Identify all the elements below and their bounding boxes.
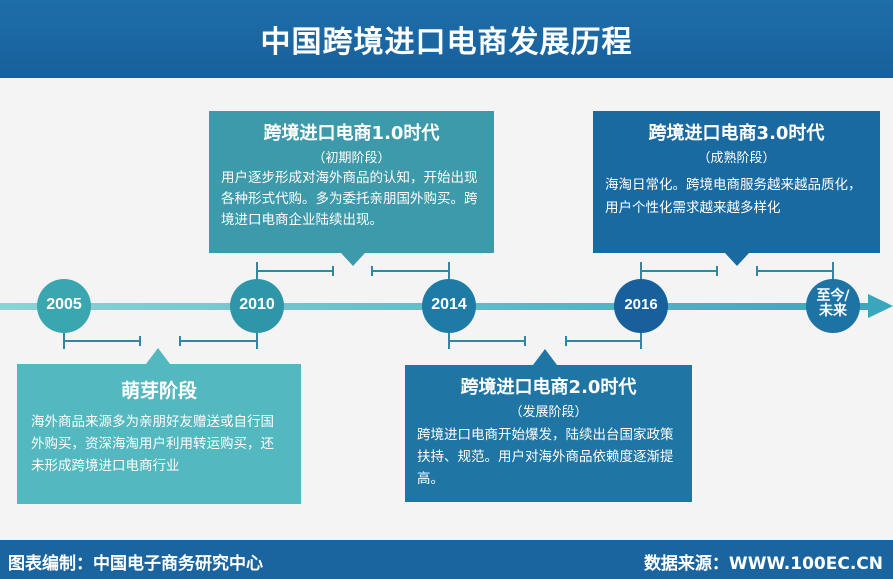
node-label-now-line2: 未来	[819, 303, 847, 320]
node-label-now: 至今/ 未来	[806, 288, 860, 320]
timeline-node-2014	[422, 279, 476, 333]
timeline-node-2005	[37, 279, 91, 333]
footer-source: 数据来源：WWW.100EC.CN	[643, 554, 883, 574]
card-pointer	[146, 348, 170, 364]
timeline-node-2010	[230, 279, 284, 333]
stage-description: 海外商品来源多为亲朋好友赠送或自行国外购买，资深海淘用户利用转运购买，还未形成跨…	[31, 414, 274, 474]
header-bar: 中国跨境进口电商发展历程	[0, 0, 893, 78]
stage-card-1-0: 跨境进口电商1.0时代 （初期阶段） 用户逐步形成对海外商品的认知，开始出现各种…	[209, 111, 494, 253]
node-label-2014: 2014	[431, 296, 467, 313]
node-label-2010: 2010	[239, 296, 275, 313]
node-label-2016: 2016	[624, 296, 658, 313]
stage-card-3-0: 跨境进口电商3.0时代 （成熟阶段） 海淘日常化。跨境电商服务越来越品质化，用户…	[593, 111, 880, 253]
stage-card-2-0: 跨境进口电商2.0时代 （发展阶段） 跨境进口电商开始爆发，陆续出台国家政策扶持…	[405, 365, 692, 502]
card-pointer	[341, 253, 365, 266]
card-pointer	[533, 349, 557, 365]
stage-title: 跨境进口电商1.0时代	[263, 123, 440, 144]
stage-card-sprout: 萌芽阶段 海外商品来源多为亲朋好友赠送或自行国外购买，资深海淘用户利用转运购买，…	[17, 364, 301, 504]
stage-subtitle: （初期阶段）	[312, 151, 391, 166]
stage-subtitle: （发展阶段）	[509, 405, 588, 420]
card-pointer	[725, 253, 749, 266]
timeline-node-now	[806, 279, 860, 333]
connector-brackets	[63, 262, 834, 349]
stage-title: 跨境进口电商3.0时代	[648, 123, 825, 144]
stage-description: 跨境进口电商开始爆发，陆续出台国家政策扶持、规范。用户对海外商品依赖度逐渐提高。	[417, 427, 674, 487]
stage-title: 跨境进口电商2.0时代	[460, 377, 637, 398]
node-label-2005: 2005	[46, 296, 82, 313]
timeline-node-2016	[614, 279, 668, 333]
stage-description: 海淘日常化。跨境电商服务越来越品质化，用户个性化需求越来越多样化	[605, 177, 862, 216]
footer-credit: 图表编制：中国电子商务研究中心	[8, 554, 263, 574]
page-title: 中国跨境进口电商发展历程	[260, 25, 633, 60]
node-label-now-line1: 至今/	[816, 288, 850, 304]
stage-title: 萌芽阶段	[120, 380, 197, 402]
footer-bar: 图表编制：中国电子商务研究中心 数据来源：WWW.100EC.CN	[0, 540, 893, 579]
timeline-arrowhead	[868, 294, 893, 318]
stage-subtitle: （成熟阶段）	[697, 151, 776, 166]
stage-description: 用户逐步形成对海外商品的认知，开始出现各种形式代购。多为委托亲朋国外购买。跨境进…	[221, 170, 478, 228]
